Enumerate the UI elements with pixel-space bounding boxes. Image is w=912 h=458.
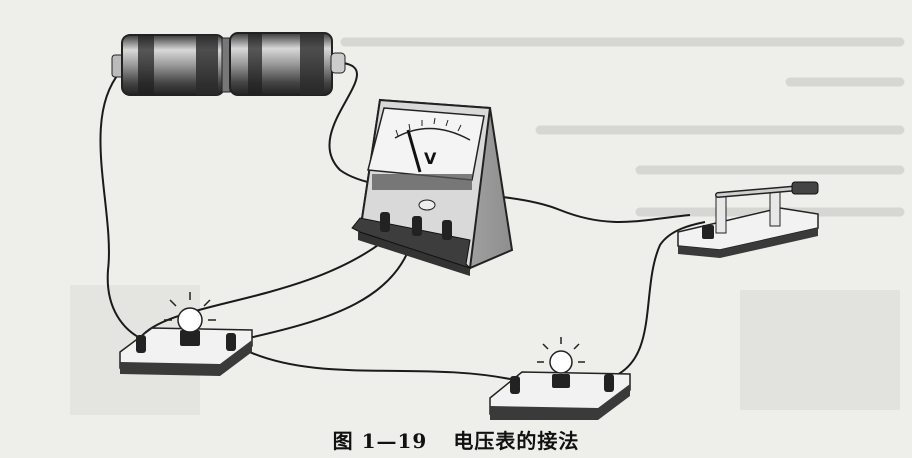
voltmeter-terminals [380,199,452,240]
wire-bulb2-to-switch [609,221,706,379]
battery-icon [111,32,346,96]
figure-caption: 图 1—19 电压表的接法 [0,425,912,454]
caption-number: 图 1—19 [332,429,428,453]
voltmeter-icon: V [351,98,514,276]
voltmeter-symbol: V [424,149,437,168]
wire-bulb1-to-voltmeter [139,239,386,339]
light-bulb-icon-2 [489,337,631,420]
light-bulb-icon [119,292,253,376]
caption-title: 电压表的接法 [453,429,580,453]
knife-switch-icon [677,181,819,258]
wire-battery-to-bulb1 [99,71,141,339]
wires [99,62,706,381]
wire-bulb1-to-bulb2 [244,349,516,381]
